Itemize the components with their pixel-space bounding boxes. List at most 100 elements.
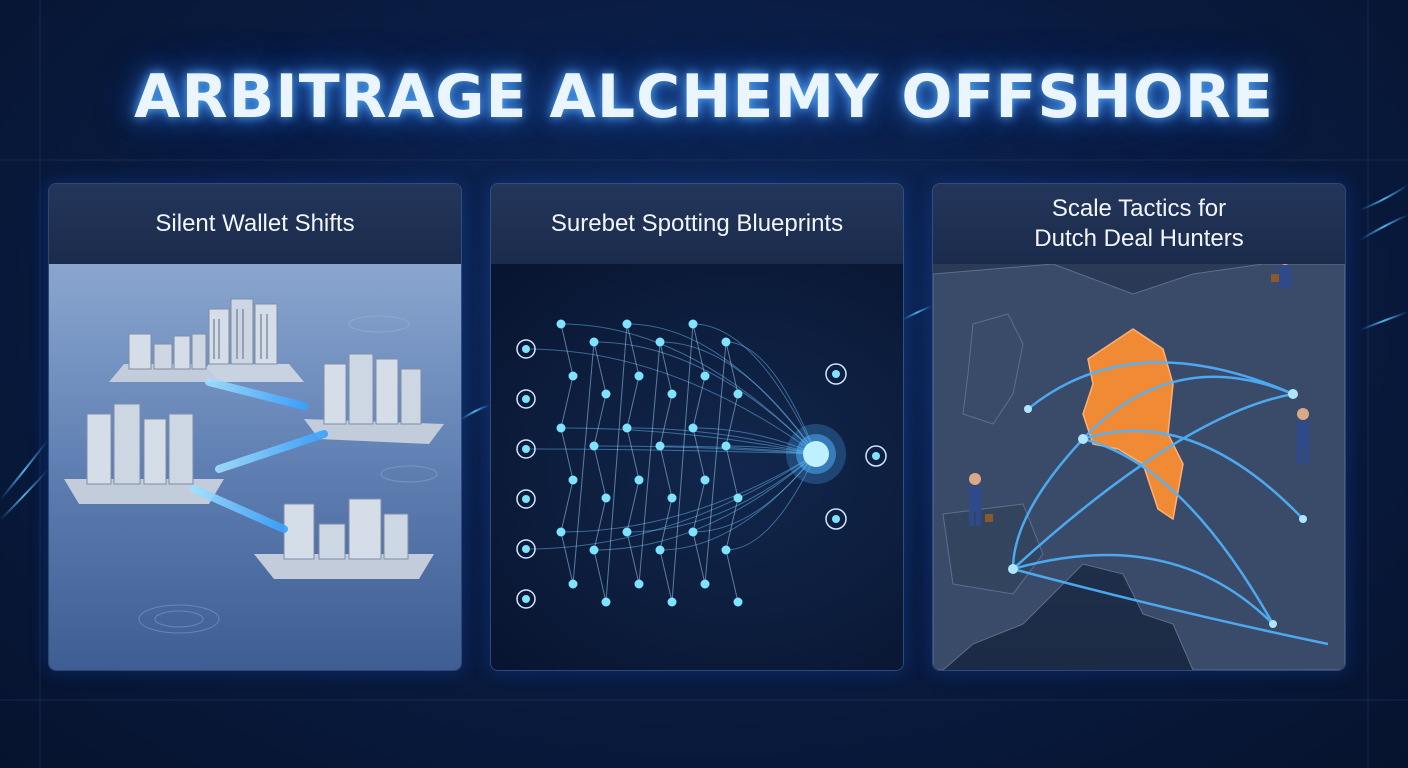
network-link	[725, 549, 739, 603]
output-node-ring	[865, 445, 887, 467]
network-link	[692, 453, 817, 533]
network-link	[560, 323, 817, 455]
network-link	[659, 453, 817, 551]
network-link	[659, 341, 817, 455]
network-node	[634, 371, 644, 381]
network-link	[593, 549, 607, 603]
panel-silent-wallet-shifts: Silent Wallet Shifts	[48, 183, 462, 671]
network-link	[626, 531, 640, 585]
network-link	[626, 375, 640, 429]
businessman-figure	[1279, 253, 1291, 288]
network-node-ring	[516, 389, 536, 409]
network-node	[700, 475, 710, 485]
network-link	[560, 375, 574, 429]
network-node	[589, 337, 599, 347]
network-link	[671, 323, 694, 603]
network-link	[659, 341, 673, 395]
uk-landmass	[962, 313, 1024, 425]
network-link	[725, 453, 817, 551]
network-node	[568, 475, 578, 485]
network-node	[522, 395, 530, 403]
network-link	[704, 341, 727, 585]
network-link	[725, 497, 739, 551]
network-link	[659, 549, 673, 603]
businessman-figure	[1297, 408, 1309, 464]
network-node	[700, 371, 710, 381]
network-node	[556, 423, 566, 433]
server-cluster	[64, 403, 224, 504]
network-link	[605, 323, 628, 603]
server-cluster	[194, 298, 304, 382]
network-link	[638, 341, 661, 585]
network-link	[725, 445, 739, 499]
transfer-arrow	[215, 430, 328, 473]
server-cluster	[109, 333, 219, 382]
network-node	[688, 527, 698, 537]
network-node-ring	[516, 339, 536, 359]
network-link	[692, 323, 706, 377]
network-link	[572, 341, 595, 585]
network-node	[568, 371, 578, 381]
network-node	[522, 345, 530, 353]
server-cluster	[254, 498, 434, 579]
network-link	[560, 323, 574, 377]
network-node	[622, 319, 632, 329]
network-link	[692, 531, 706, 585]
network-link	[692, 323, 817, 455]
network-link	[626, 427, 817, 455]
network-node	[667, 597, 677, 607]
network-node	[634, 475, 644, 485]
network-link	[692, 375, 706, 429]
network-node	[634, 579, 644, 589]
panel-title: Surebet Spotting Blueprints	[550, 210, 844, 237]
network-link	[626, 323, 817, 455]
panel-header: Scale Tactics for Dutch Deal Hunters	[933, 184, 1345, 265]
europe-map-illustration	[933, 253, 1345, 670]
network-node	[733, 389, 743, 399]
network-link	[725, 341, 817, 455]
network-node	[721, 545, 731, 555]
network-link	[659, 497, 673, 551]
transfer-arrow	[190, 485, 288, 533]
panel-title-line-1: Scale Tactics for	[1051, 195, 1227, 222]
network-link	[626, 453, 817, 533]
panel-title: Silent Wallet Shifts	[155, 210, 355, 237]
network-node	[667, 389, 677, 399]
network-node	[655, 545, 665, 555]
network-node	[556, 319, 566, 329]
network-node	[655, 337, 665, 347]
network-node	[522, 495, 530, 503]
network-link	[725, 393, 739, 447]
network-link	[593, 453, 817, 551]
network-link	[525, 453, 817, 550]
panel-scale-tactics: Scale Tactics for Dutch Deal Hunters	[932, 183, 1346, 671]
server-clusters-illustration	[49, 264, 461, 670]
network-node	[733, 493, 743, 503]
output-node-ring	[825, 508, 847, 530]
network-graph-illustration	[491, 264, 903, 670]
network-link	[626, 427, 640, 481]
network-node	[688, 319, 698, 329]
network-node	[601, 597, 611, 607]
network-link	[692, 427, 706, 481]
network-node	[589, 545, 599, 555]
network-node	[655, 441, 665, 451]
network-node	[622, 423, 632, 433]
network-link	[560, 427, 817, 455]
businessman-figure	[969, 473, 981, 526]
network-link	[560, 531, 574, 585]
page-title: ARBITRAGE ALCHEMY OFFSHORE	[134, 62, 1274, 132]
network-link	[692, 479, 706, 533]
network-node-ring	[516, 589, 536, 609]
output-node	[832, 515, 840, 523]
network-node	[622, 527, 632, 537]
network-node	[721, 441, 731, 451]
network-link	[525, 448, 817, 455]
network-node	[589, 441, 599, 451]
network-node	[522, 595, 530, 603]
hub-node	[803, 441, 829, 467]
panel-surebet-spotting-blueprints: Surebet Spotting Blueprints	[490, 183, 904, 671]
network-node-ring	[516, 489, 536, 509]
network-link	[593, 445, 817, 455]
